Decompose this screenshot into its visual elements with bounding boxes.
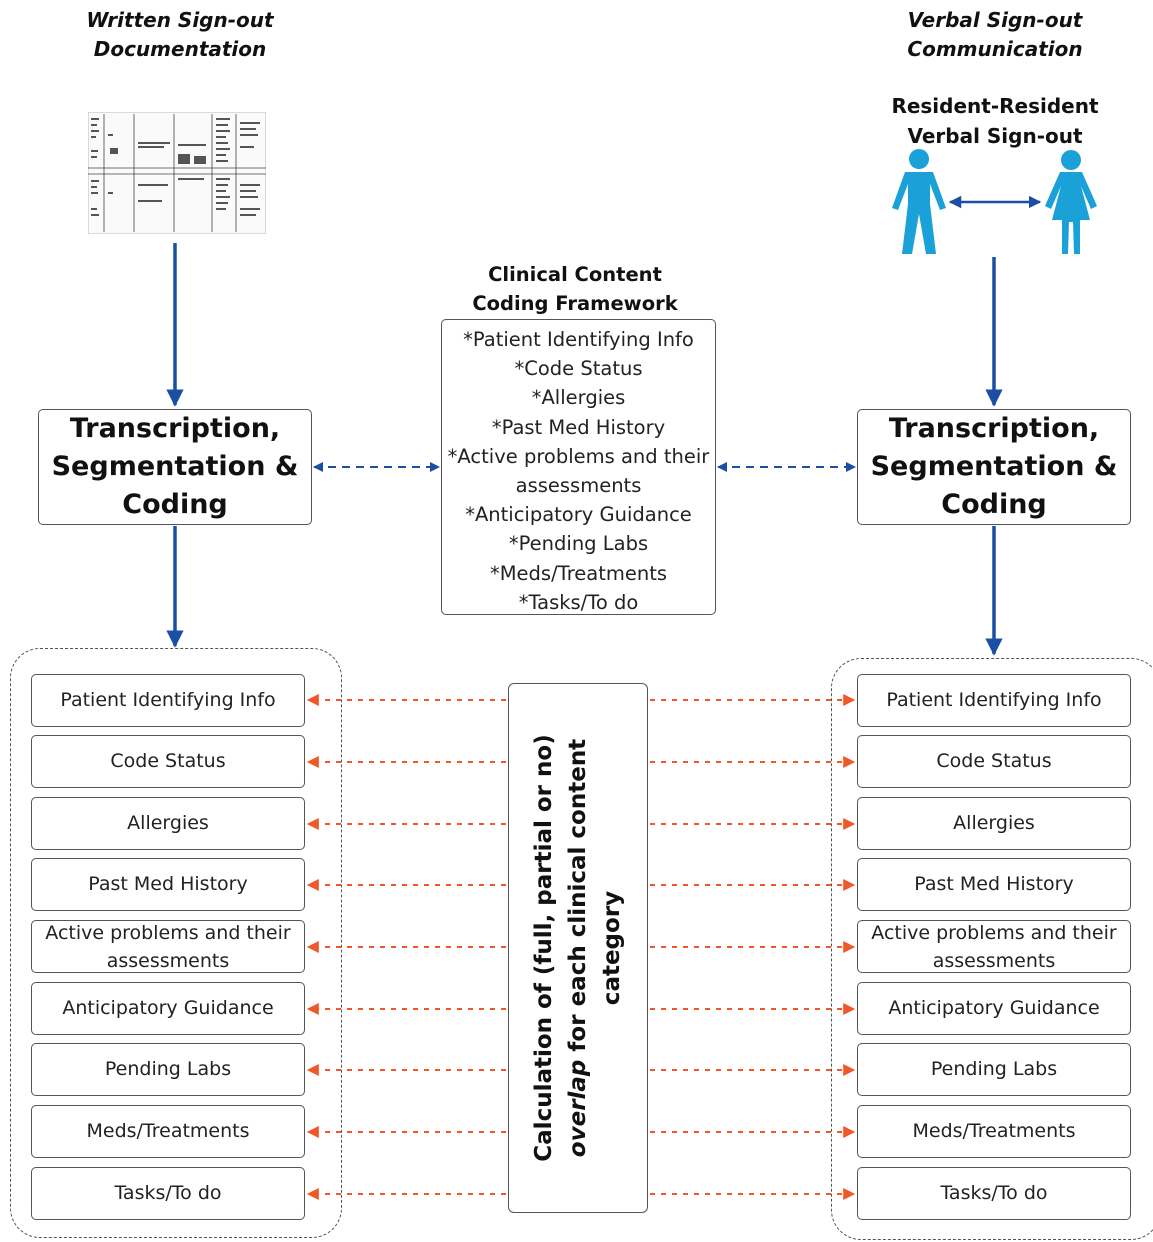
right-category-allergies: Allergies (857, 797, 1131, 850)
left-category-past-med-history: Past Med History (31, 858, 305, 911)
right-category-active-problems: Active problems and their assessments (857, 920, 1131, 973)
category-label: Tasks/To do (114, 1182, 222, 1204)
process-line: Transcription, (888, 413, 1100, 444)
left-category-active-problems: Active problems and their assessments (31, 920, 305, 973)
category-label: Patient Identifying Info (60, 689, 276, 711)
right-category-tasks-to-do: Tasks/To do (857, 1167, 1131, 1220)
right-transcription-box: Transcription, Segmentation & Coding (857, 409, 1131, 525)
framework-item: assessments (515, 474, 642, 498)
category-label: Past Med History (88, 873, 248, 895)
framework-item: *Tasks/To do (518, 590, 639, 614)
framework-item: *Meds/Treatments (489, 561, 668, 585)
framework-item: *Allergies (531, 386, 626, 410)
category-label: Active problems and their assessments (871, 921, 1117, 972)
left-category-tasks-to-do: Tasks/To do (31, 1167, 305, 1220)
category-label: Past Med History (914, 873, 1074, 895)
right-category-group (831, 658, 1153, 1240)
category-label: Active problems and their assessments (45, 921, 291, 972)
left-category-anticipatory-guidance: Anticipatory Guidance (31, 982, 305, 1035)
category-label: Anticipatory Guidance (62, 997, 274, 1019)
framework-title-line1: Clinical Content (488, 263, 662, 286)
written-header-line1: Written Sign-out (86, 8, 274, 32)
category-label: Meds/Treatments (912, 1120, 1076, 1142)
process-line: Segmentation & (51, 451, 299, 482)
category-label: Pending Labs (930, 1058, 1058, 1080)
left-category-meds-treatments: Meds/Treatments (31, 1105, 305, 1158)
verbal-header-line2: Communication (907, 37, 1083, 61)
male-person-icon (892, 149, 946, 254)
category-label: Meds/Treatments (86, 1120, 250, 1142)
right-category-code-status: Code Status (857, 735, 1131, 788)
resident-header-line1: Resident-Resident (891, 94, 1099, 118)
left-category-allergies: Allergies (31, 797, 305, 850)
verbal-signout-header: Verbal Sign-out Communication (855, 6, 1135, 64)
right-category-anticipatory-guidance: Anticipatory Guidance (857, 982, 1131, 1035)
framework-item: *Pending Labs (508, 532, 649, 556)
resident-header-line2: Verbal Sign-out (907, 124, 1083, 148)
resident-verbal-header: Resident-Resident Verbal Sign-out (855, 91, 1135, 151)
female-person-icon (1045, 150, 1097, 254)
framework-title-line2: Coding Framework (472, 292, 678, 315)
category-label: Code Status (110, 750, 226, 772)
framework-title: Clinical Content Coding Framework (430, 260, 720, 318)
category-label: Patient Identifying Info (886, 689, 1102, 711)
category-label: Anticipatory Guidance (888, 997, 1100, 1019)
left-category-pending-labs: Pending Labs (31, 1043, 305, 1096)
right-category-pending-labs: Pending Labs (857, 1043, 1131, 1096)
framework-item: *Active problems and their (447, 444, 710, 468)
category-label: Pending Labs (104, 1058, 232, 1080)
coding-framework-box: *Patient Identifying Info *Code Status *… (441, 319, 716, 615)
written-signout-header: Written Sign-out Documentation (40, 6, 320, 64)
left-category-code-status: Code Status (31, 735, 305, 788)
verbal-header-line1: Verbal Sign-out (907, 8, 1083, 32)
process-line: Transcription, (69, 413, 281, 444)
left-category-patient-identifying-info: Patient Identifying Info (31, 674, 305, 727)
framework-item: *Patient Identifying Info (463, 328, 694, 351)
process-line: Coding (941, 489, 1047, 520)
left-transcription-box: Transcription, Segmentation & Coding (38, 409, 312, 525)
category-label: Tasks/To do (940, 1182, 1048, 1204)
right-category-patient-identifying-info: Patient Identifying Info (857, 674, 1131, 727)
category-label: Allergies (953, 812, 1035, 834)
category-label: Allergies (127, 812, 209, 834)
framework-item: *Past Med History (491, 415, 666, 439)
framework-item: *Code Status (514, 357, 643, 381)
written-header-line2: Documentation (93, 37, 267, 61)
right-category-past-med-history: Past Med History (857, 858, 1131, 911)
right-category-meds-treatments: Meds/Treatments (857, 1105, 1131, 1158)
process-line: Segmentation & (870, 451, 1118, 482)
overlap-calculation-box: Calculation of (full, partial or no) ove… (508, 683, 648, 1213)
process-line: Coding (122, 489, 228, 520)
category-label: Code Status (936, 750, 1052, 772)
document-thumbnail-icon (88, 112, 266, 234)
left-category-group (10, 648, 342, 1238)
framework-item: *Anticipatory Guidance (465, 503, 692, 527)
